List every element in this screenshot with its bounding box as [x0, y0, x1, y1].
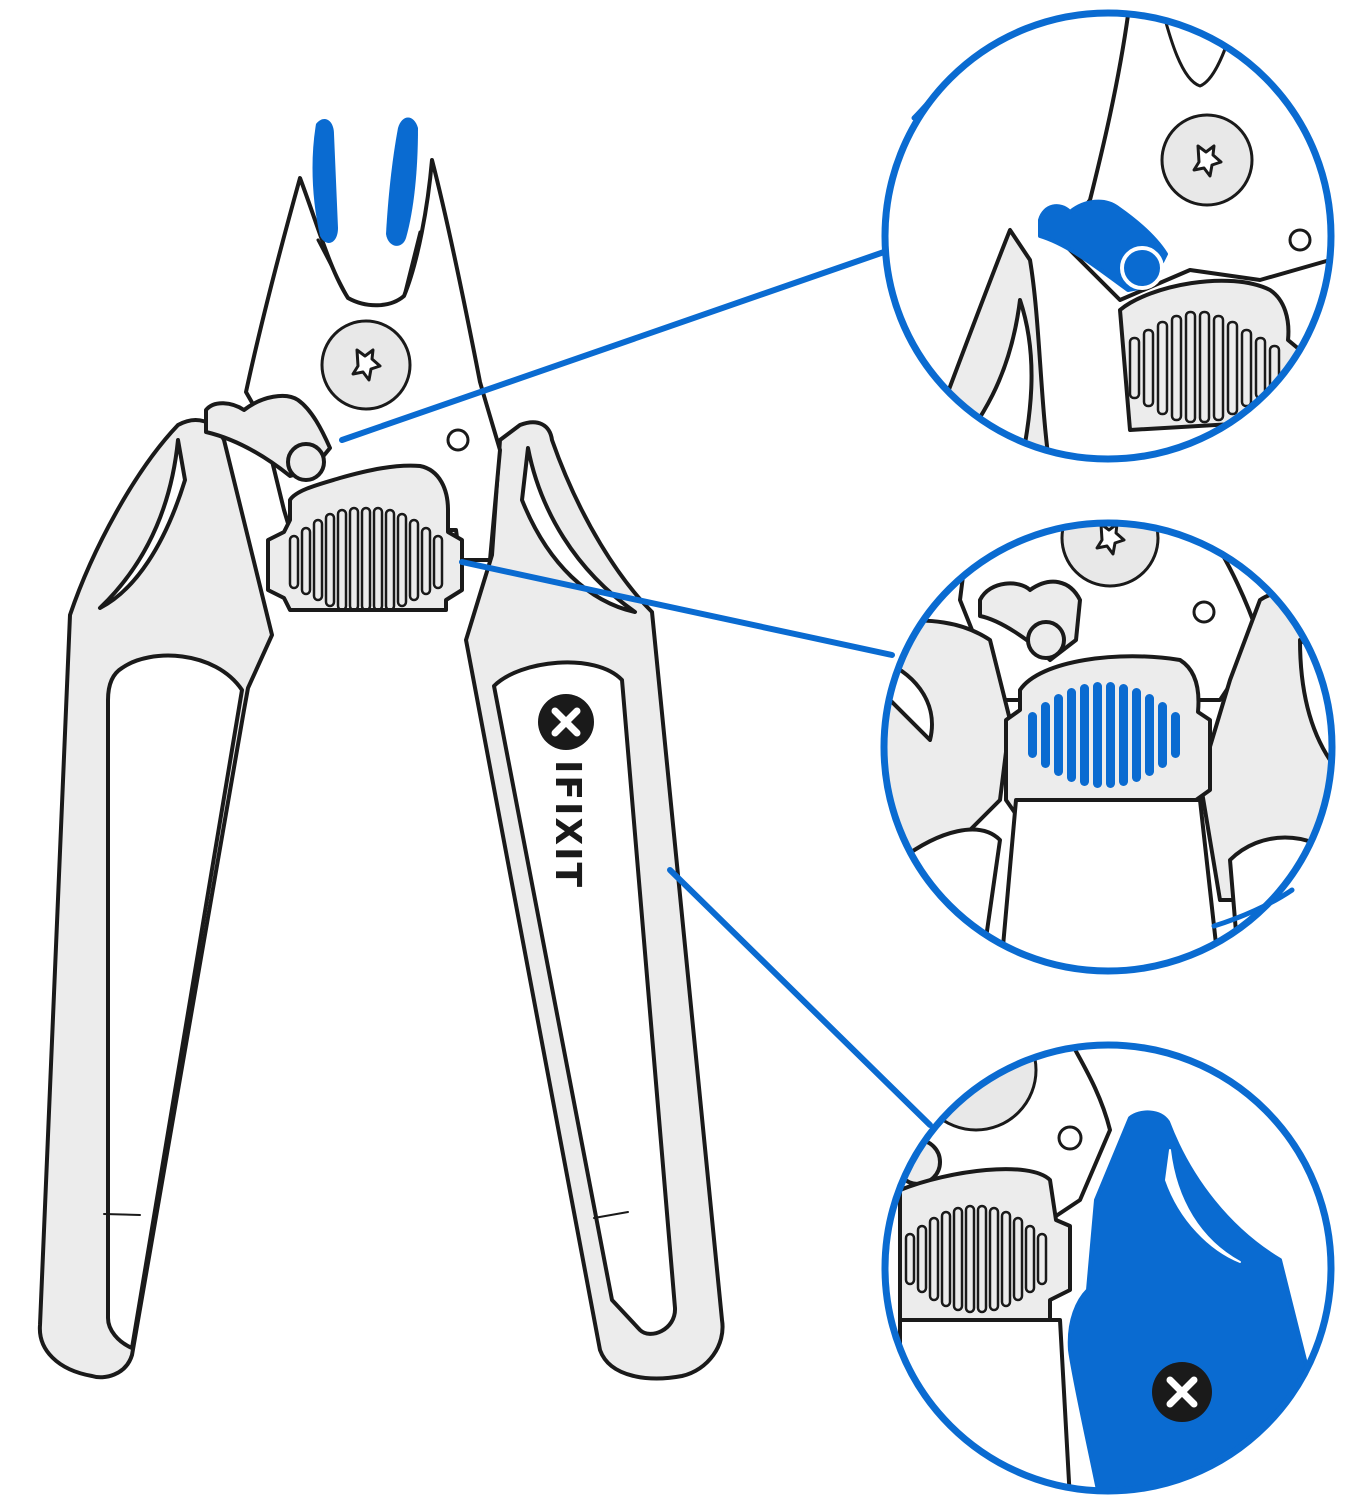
right-handle-tick — [593, 1211, 629, 1219]
ifixit-logo-icon — [538, 694, 594, 750]
right-jaw-tip — [386, 117, 418, 246]
leader-spring — [459, 559, 895, 658]
flush-cutter-illustration — [37, 117, 725, 1381]
callout-latch — [881, 9, 1335, 463]
left-handle-tick — [103, 1213, 141, 1216]
callout-a-flourish — [911, 71, 957, 121]
left-handle-contour — [98, 438, 187, 610]
brand-name: IFIXIT — [547, 760, 588, 889]
right-handle-inner-panel — [492, 660, 678, 1336]
zoom-latch-knob — [1120, 246, 1164, 290]
callout-b-flourish — [1211, 887, 1295, 929]
zoom-c-screw-edge — [914, 1045, 1038, 1132]
jaw-groove — [316, 230, 422, 300]
leader-handle — [667, 867, 933, 1128]
zoom-ifixit-logo-icon — [1152, 1362, 1212, 1422]
zoom-handle-contour — [1165, 1149, 1241, 1263]
ifixit-brand: IFIXIT — [538, 694, 594, 889]
rivet-hole — [446, 428, 470, 452]
return-spring-coils — [288, 506, 444, 612]
callout-leaders — [339, 249, 933, 1128]
latch-knob — [286, 442, 326, 482]
spring-housing — [266, 463, 464, 612]
callout-spring — [880, 519, 1336, 975]
screw-cross-recess — [351, 348, 382, 382]
callout-handle — [881, 1041, 1335, 1495]
zoom-spring-highlight — [1028, 682, 1180, 788]
right-handle-contour — [520, 446, 637, 614]
zoom-rivet — [1288, 228, 1312, 252]
left-handle-inner-panel — [106, 653, 244, 1350]
left-jaw-tip — [312, 119, 338, 243]
leader-latch — [339, 249, 887, 443]
zoom-handle-highlight — [1067, 1110, 1331, 1491]
